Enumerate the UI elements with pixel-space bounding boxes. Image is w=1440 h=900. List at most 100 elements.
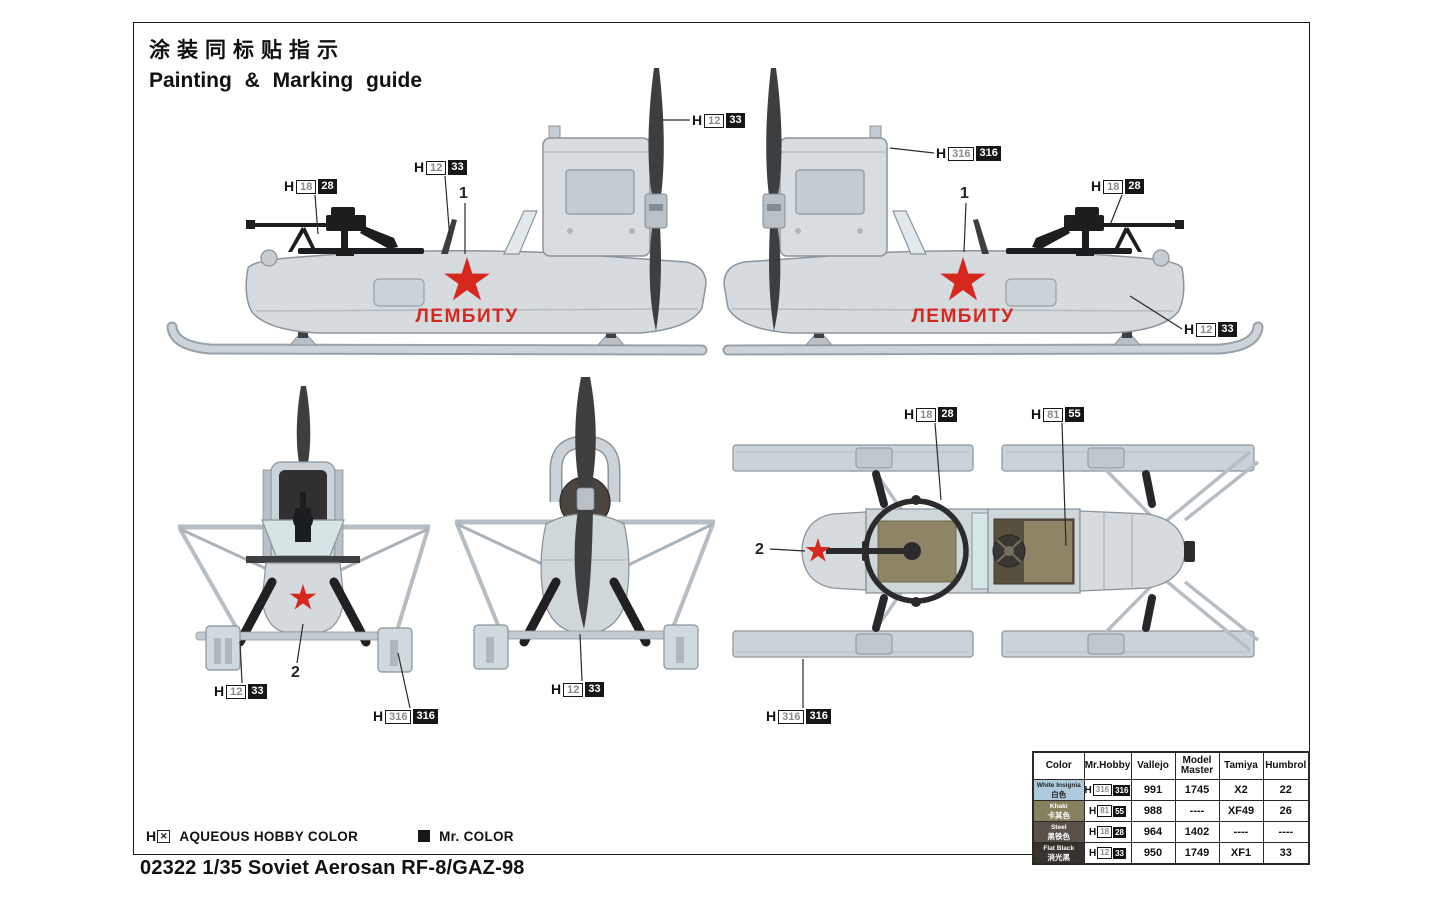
model-master-cell: 1745 — [1174, 779, 1220, 801]
aqueous-number: 316 — [948, 146, 975, 161]
mrcolor-number: 316 — [806, 709, 831, 724]
color-system-legend: H ✕ AQUEOUS HOBBY COLOR Mr. COLOR — [146, 828, 514, 844]
paint-callout-chip: H 12 33 — [214, 683, 267, 700]
aqueous-prefix: H — [904, 406, 915, 422]
paint-callout-chip: H 316 316 — [766, 708, 831, 725]
mrcolor-number: 33 — [448, 160, 467, 175]
vallejo-cell: 988 — [1130, 800, 1176, 822]
col-header: Tamiya — [1218, 751, 1264, 780]
humbrol-cell: ---- — [1262, 821, 1310, 843]
aqueous-number: 12 — [704, 113, 725, 128]
aqueous-prefix: H — [1031, 406, 1042, 422]
vallejo-cell: 964 — [1130, 821, 1176, 843]
paint-callout-chip: H 81 55 — [1031, 406, 1084, 423]
top-view — [732, 444, 1260, 658]
humbrol-cell: 22 — [1262, 779, 1310, 801]
aqueous-prefix: H — [373, 708, 384, 724]
model-master-cell: 1402 — [1174, 821, 1220, 843]
page-frame — [133, 22, 1310, 855]
col-header: Humbrol — [1262, 751, 1310, 780]
paint-callout-chip: H 12 33 — [551, 681, 604, 698]
title-block: 涂装同标贴指示 Painting & Marking guide — [149, 34, 422, 93]
aqueous-prefix: H — [766, 708, 777, 724]
mr-color-box-icon — [418, 830, 431, 842]
humbrol-cell: 26 — [1262, 800, 1310, 822]
aqueous-number: 12 — [563, 682, 584, 697]
tamiya-cell: XF49 — [1218, 800, 1264, 822]
mrcolor-number: 33 — [585, 682, 604, 697]
vallejo-cell: 991 — [1130, 779, 1176, 801]
decal-number-marker: 2 — [755, 541, 764, 558]
mrcolor-number: 33 — [726, 113, 745, 128]
paint-callout-chip: H 12 33 — [1184, 321, 1237, 338]
mrcolor-number: 316 — [976, 146, 1001, 161]
tamiya-cell: XF1 — [1218, 842, 1264, 865]
decal-number-marker: 2 — [291, 664, 300, 681]
aqueous-number: 81 — [1043, 407, 1064, 422]
decal-number-marker: 1 — [960, 185, 969, 202]
aqueous-number: 12 — [1196, 322, 1217, 337]
mrcolor-number: 28 — [318, 179, 337, 194]
paint-callout-chip: H 316 316 — [373, 708, 438, 725]
aqueous-legend-label: AQUEOUS HOBBY COLOR — [179, 828, 359, 844]
model-master-cell: ---- — [1174, 800, 1220, 822]
front-view — [178, 386, 430, 673]
aqueous-prefix: H — [551, 681, 562, 697]
kit-title-footer: 02322 1/35 Soviet Aerosan RF-8/GAZ-98 — [140, 857, 525, 879]
mrcolor-number: 28 — [938, 407, 957, 422]
col-header: Vallejo — [1130, 751, 1176, 780]
mrcolor-number: 33 — [1218, 322, 1237, 337]
aqueous-number: 316 — [778, 709, 805, 724]
aqueous-prefix: H — [692, 112, 703, 128]
paint-callout-chip: H 18 28 — [904, 406, 957, 423]
col-header: Model Master — [1174, 751, 1220, 780]
aqueous-number: 18 — [296, 179, 317, 194]
paint-callout-chip: H 12 33 — [692, 112, 745, 129]
paint-callout-chip: H 18 28 — [1091, 178, 1144, 195]
aqueous-prefix: H — [936, 145, 947, 161]
col-header: Color — [1032, 751, 1085, 780]
mrcolor-number: 55 — [1065, 407, 1084, 422]
aqueous-prefix: H — [146, 828, 157, 844]
page-title-cn: 涂装同标贴指示 — [149, 39, 345, 62]
aqueous-prefix: H — [284, 178, 295, 194]
paint-callout-chip: H 18 28 — [284, 178, 337, 195]
rear-view — [455, 377, 715, 670]
leader-lines — [239, 119, 1183, 709]
paint-callout-chip: H 12 33 — [414, 159, 467, 176]
paint-callout-chip: H 316 316 — [936, 145, 1001, 162]
humbrol-cell: 33 — [1262, 842, 1310, 865]
aqueous-number: 12 — [426, 160, 447, 175]
mrcolor-number: 316 — [413, 709, 438, 724]
aqueous-number: 12 — [226, 684, 247, 699]
aqueous-prefix: H — [214, 683, 225, 699]
paint-reference-table: Color Mr.Hobby Vallejo Model Master Tami… — [1032, 751, 1310, 865]
page-title-en: Painting & Marking guide — [149, 69, 423, 92]
aqueous-number: 18 — [916, 407, 937, 422]
model-master-cell: 1749 — [1174, 842, 1220, 865]
aqueous-number-box-icon: ✕ — [157, 829, 171, 843]
aqueous-number: 316 — [385, 709, 412, 724]
decal-number-marker: 1 — [459, 185, 468, 202]
aqueous-prefix: H — [414, 159, 425, 175]
table-header-row: Color Mr.Hobby Vallejo Model Master Tami… — [1032, 751, 1310, 780]
vallejo-cell: 950 — [1130, 842, 1176, 865]
aqueous-number: 18 — [1103, 179, 1124, 194]
mr-color-legend-label: Mr. COLOR — [439, 828, 514, 844]
tamiya-cell: X2 — [1218, 779, 1264, 801]
mrcolor-number: 28 — [1125, 179, 1144, 194]
slogan-marking: ЛЕМБИТУ — [415, 306, 518, 327]
aqueous-prefix: H — [1091, 178, 1102, 194]
